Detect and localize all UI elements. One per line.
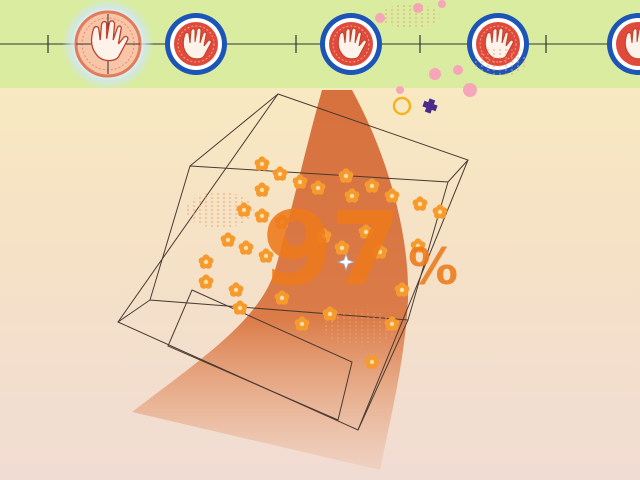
active-beat-target bbox=[62, 0, 154, 90]
beat-target[interactable] bbox=[607, 13, 640, 75]
purple-flower-icon bbox=[422, 98, 438, 114]
sparkle-icon bbox=[336, 252, 356, 272]
note-ribbon bbox=[132, 90, 409, 470]
beat-target[interactable] bbox=[165, 13, 227, 75]
wave-cloud bbox=[186, 4, 528, 346]
wireframe-stage bbox=[117, 93, 469, 431]
ring-ornament bbox=[392, 96, 412, 116]
beat-target[interactable] bbox=[320, 13, 382, 75]
pink-petals bbox=[375, 0, 477, 97]
